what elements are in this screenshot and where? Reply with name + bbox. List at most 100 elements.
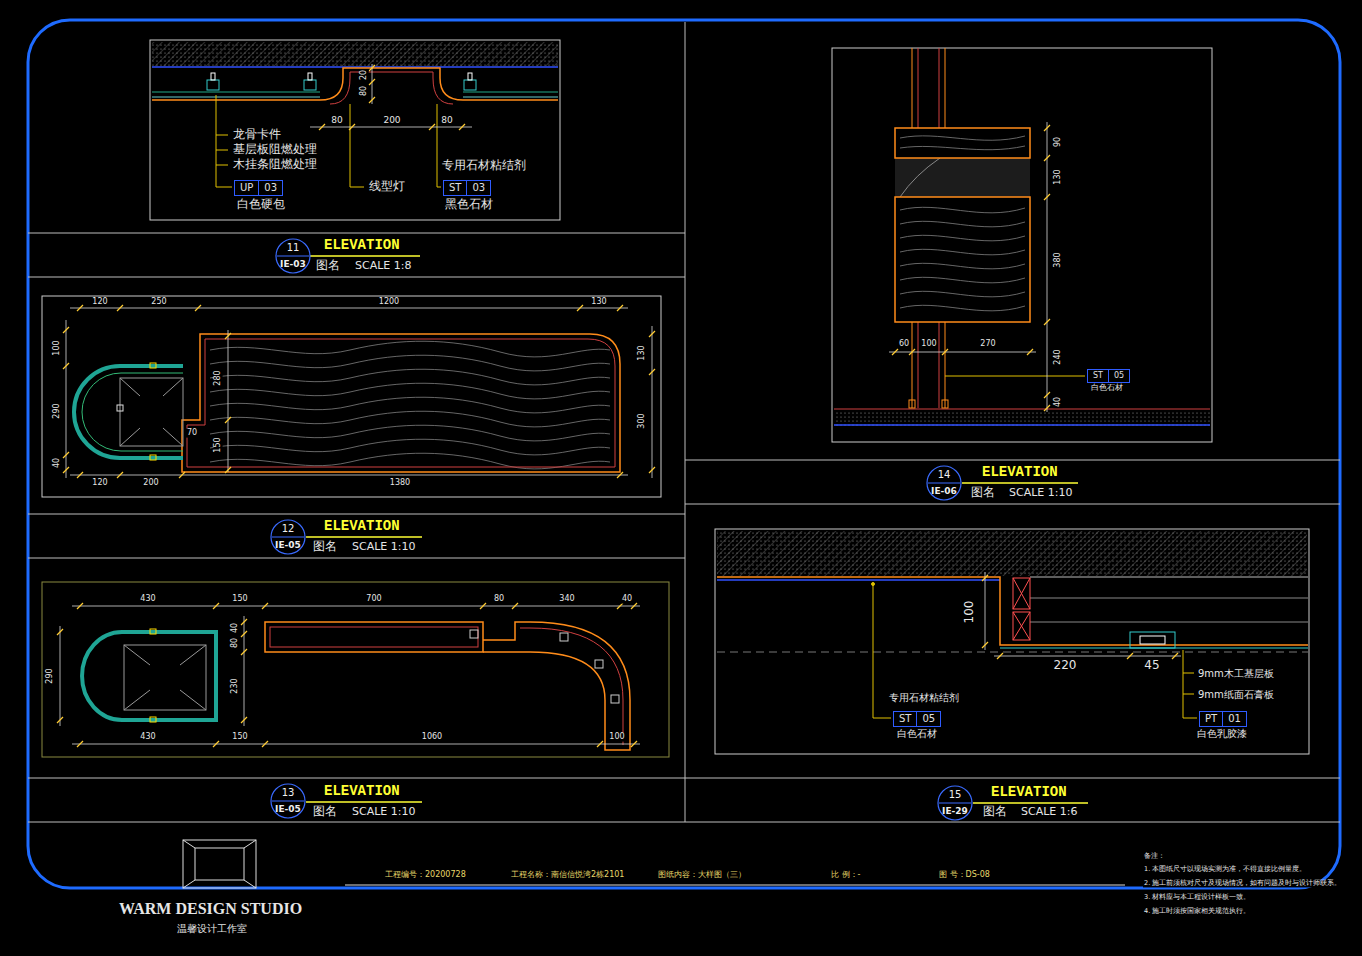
detail-14-part [900, 235, 1025, 241]
detail-15-part [1030, 577, 1308, 578]
detail-11-part [152, 97, 320, 98]
detail-14-part [834, 409, 1210, 410]
annotation-text: 线型灯 [368, 180, 406, 193]
callout-text: 12IE-05 [270, 519, 306, 555]
detail-12-part [210, 341, 610, 357]
detail-14-part [900, 146, 1025, 150]
detail-12-part [210, 369, 610, 385]
dimension-value: 340 [558, 595, 575, 604]
null-part-part [216, 95, 232, 187]
dimension-line [228, 330, 229, 472]
studio-logo-part [183, 840, 256, 888]
dimension-value: 40 [621, 595, 633, 604]
sheet-frame [28, 20, 1340, 888]
detail-13 [42, 582, 669, 757]
sheet-frame-part [28, 277, 685, 278]
material-code: ST [1088, 370, 1108, 382]
detail-13-part [124, 645, 150, 665]
detail-12-part [210, 425, 610, 441]
annotation-text: 图 号：DS-08 [938, 871, 991, 880]
annotation-text: 1. 本图纸尺寸以现场实测为准，不得直接比例量度。 [1143, 866, 1307, 873]
detail-12-part [163, 378, 183, 396]
dimension-value: 60 [898, 340, 910, 349]
annotation-text: 龙骨卡件 [232, 128, 282, 141]
dimension-value: 130 [1054, 168, 1063, 185]
dimension-line [1047, 122, 1048, 412]
annotation-text: 图名 [315, 259, 341, 272]
callout-divider [277, 256, 309, 257]
material-code: ST [444, 181, 466, 195]
sheet-reference: IE-05 [275, 540, 301, 551]
callout-ring [276, 239, 310, 273]
dimension-line [60, 626, 61, 726]
dimension-value: 40 [53, 457, 62, 469]
detail-12 [42, 296, 661, 497]
detail-12-part [210, 397, 610, 413]
detail-15-part [1013, 612, 1030, 640]
dimension-value: 1200 [378, 298, 400, 307]
detail-12-part [42, 296, 661, 497]
dimension-tick [997, 653, 1003, 659]
detail-12-part [187, 339, 615, 467]
dimension-value: 130 [590, 298, 607, 307]
detail-14-part [945, 376, 1085, 377]
dimension-value: 40 [231, 622, 240, 634]
dimension-line [652, 326, 653, 478]
material-code: ST [894, 712, 916, 726]
dimension-value: 90 [1054, 136, 1063, 148]
detail-12-part [210, 439, 610, 455]
dimension-tick [597, 741, 603, 747]
studio-logo-part [183, 840, 256, 888]
dimension-tick [77, 603, 83, 609]
dimension-tick [213, 603, 219, 609]
dimension-line [310, 127, 472, 128]
detail-13-part [124, 645, 206, 710]
dimension-tick [117, 305, 123, 311]
annotation-text: SCALE 1:6 [1020, 806, 1078, 818]
callout-divider [939, 803, 971, 804]
dimension-value: 150 [231, 595, 248, 604]
dimension-tick [1027, 349, 1033, 355]
dimension-tick [57, 629, 63, 635]
dimension-tick [1044, 319, 1050, 325]
dimension-value: 100 [963, 600, 976, 625]
dimension-value: 250 [150, 298, 167, 307]
callout-number: 15 [949, 789, 962, 801]
detail-15-part [1030, 598, 1308, 599]
dimension-tick [63, 467, 69, 473]
detail-15-part [717, 531, 1307, 576]
annotation-text: 图名 [312, 540, 338, 553]
dimension-tick [77, 472, 83, 478]
detail-12-part [150, 455, 156, 460]
dimension-tick [982, 642, 988, 648]
studio-logo [183, 840, 256, 888]
dimension-value: 120 [91, 479, 108, 488]
dimension-value: 130 [638, 344, 647, 361]
detail-11-part [152, 92, 320, 93]
detail-12-part [82, 373, 183, 451]
dimension-tick [1044, 155, 1050, 161]
dimension-tick [241, 619, 247, 625]
dimension-value: 80 [360, 85, 369, 97]
dimension-value: 40 [1054, 396, 1063, 408]
dimension-tick [63, 452, 69, 458]
detail-14-part [942, 400, 948, 408]
dimension-tick [213, 741, 219, 747]
detail-13-part [42, 582, 669, 757]
annotation-text: 基层板阻燃处理 [232, 143, 318, 156]
dimension-value: 270 [979, 340, 996, 349]
annotation-text: 工程名称：南信信悦湾2栋2101 [510, 871, 625, 880]
null-part-part [1183, 673, 1194, 674]
dimension-line [985, 572, 986, 650]
annotation-text: 图名 [982, 805, 1008, 818]
detail-12-part [163, 428, 183, 446]
material-tag: ST05 [1087, 369, 1130, 383]
dimension-tick [649, 331, 655, 337]
dimension-tick [649, 467, 655, 473]
dimension-lines [57, 64, 1181, 747]
material-tag: ST03 [443, 180, 491, 196]
dimension-line [372, 64, 373, 104]
title-underlines-part [962, 482, 1078, 484]
detail-callout: 12IE-05 [270, 519, 306, 555]
